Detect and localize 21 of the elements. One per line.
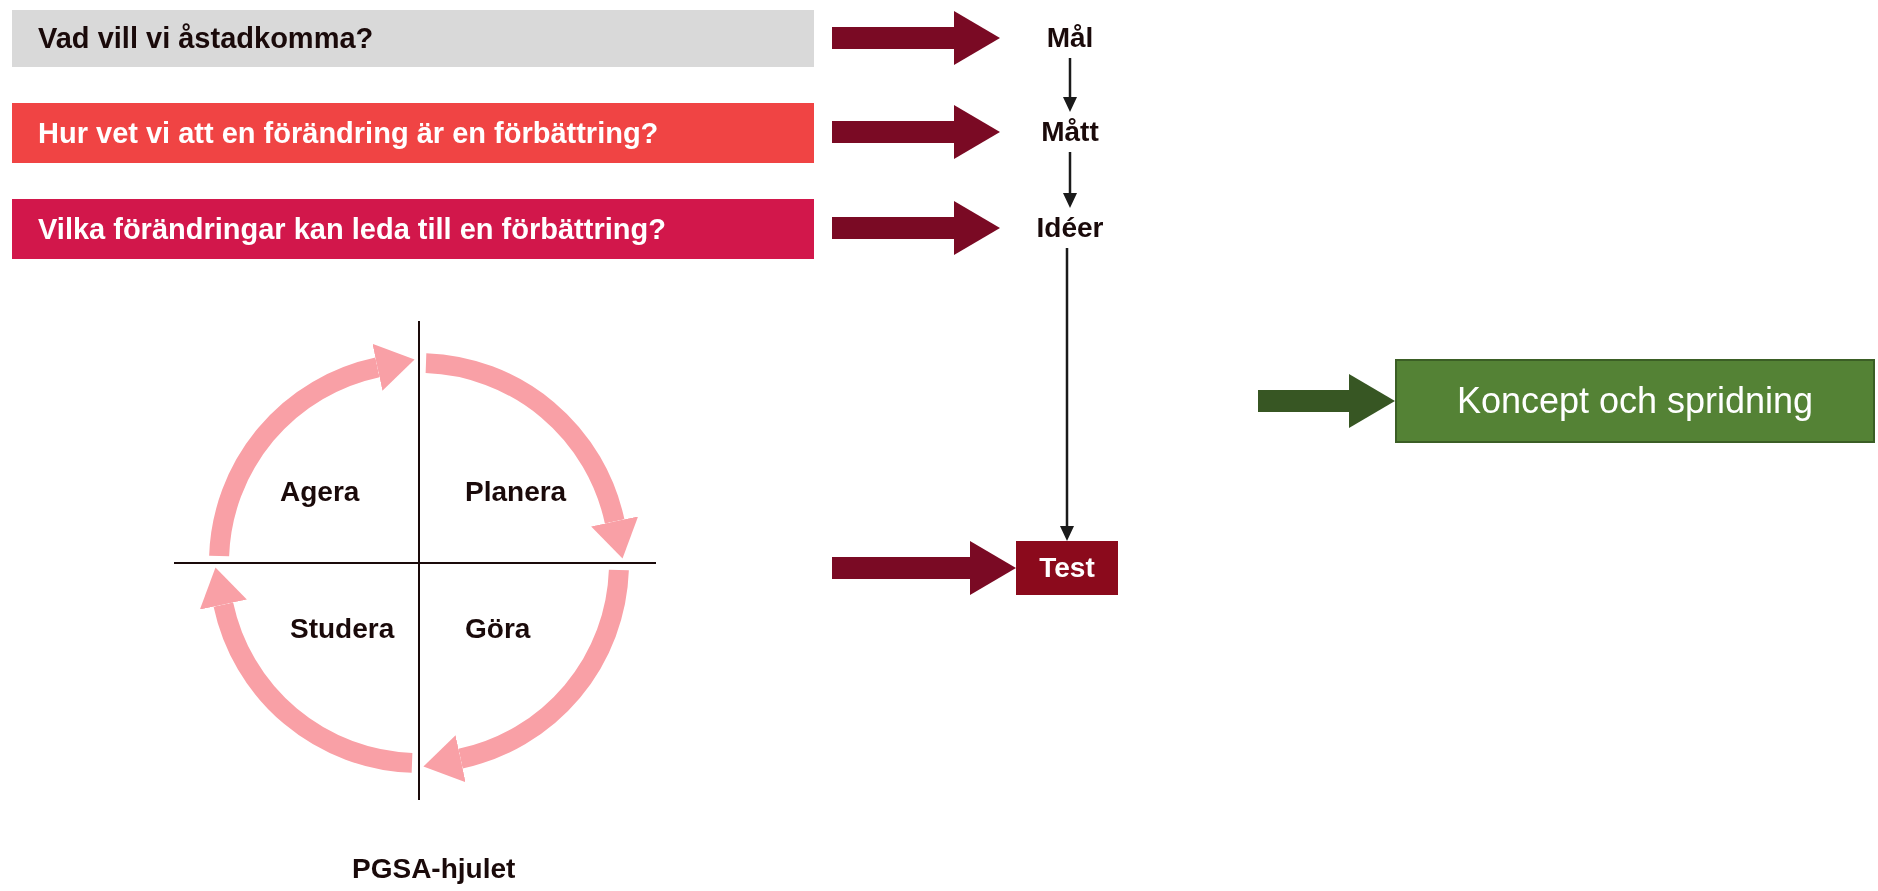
arrow	[832, 11, 1000, 65]
quadrant-label: Planera	[465, 476, 567, 508]
step-text: Mått	[1000, 112, 1140, 152]
test-box: Test	[1016, 541, 1118, 595]
arrow	[832, 105, 1000, 159]
question-box: Vilka förändringar kan leda till en förbättring?	[12, 199, 814, 259]
arrow	[1060, 248, 1074, 541]
question-box: Vad vill vi åstadkomma?	[12, 10, 814, 67]
arrow	[832, 201, 1000, 255]
quadrant-label: Agera	[280, 476, 360, 508]
quadrant-label: Göra	[465, 613, 531, 645]
wheel-caption: PGSA-hjulet	[352, 853, 516, 885]
arrow	[1063, 58, 1077, 112]
step-text: Mål	[1000, 18, 1140, 58]
arrow	[1063, 152, 1077, 208]
arrow	[1258, 374, 1395, 428]
arrow	[832, 541, 1016, 595]
result-box: Koncept och spridning	[1395, 359, 1875, 443]
quadrant-label: Studera	[290, 613, 395, 645]
step-text: Idéer	[1000, 208, 1140, 248]
question-box: Hur vet vi att en förändring är en förbättring?	[12, 103, 814, 163]
